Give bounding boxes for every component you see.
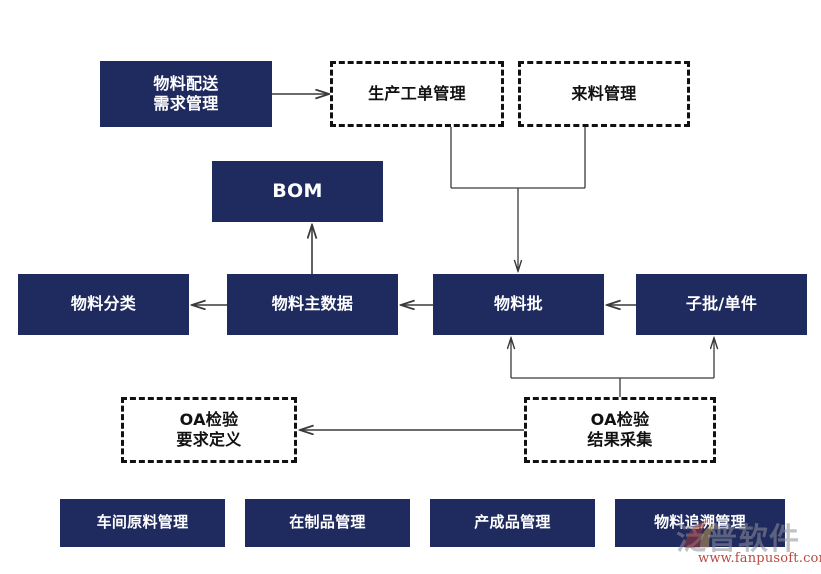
node-production-work-order[interactable]: 生产工单管理 <box>330 61 504 127</box>
node-material-delivery-demand[interactable]: 物料配送 需求管理 <box>100 61 272 127</box>
node-oa-inspection-requirement[interactable]: OA检验 要求定义 <box>121 397 297 463</box>
node-bom[interactable]: BOM <box>212 161 383 222</box>
connector-workorder-incoming-to-batch <box>450 127 586 271</box>
node-material-master-data[interactable]: 物料主数据 <box>227 274 398 335</box>
node-material-batch[interactable]: 物料批 <box>433 274 604 335</box>
node-incoming-material[interactable]: 来料管理 <box>518 61 690 127</box>
node-workshop-raw-material[interactable]: 车间原料管理 <box>60 499 225 547</box>
node-oa-inspection-result[interactable]: OA检验 结果采集 <box>524 397 716 463</box>
node-sub-batch-unit[interactable]: 子批/单件 <box>636 274 807 335</box>
node-material-traceability[interactable]: 物料追溯管理 <box>615 499 785 547</box>
node-work-in-process[interactable]: 在制品管理 <box>245 499 410 547</box>
connector-oaresult-to-batch-and-subbatch <box>511 338 714 397</box>
node-material-category[interactable]: 物料分类 <box>18 274 189 335</box>
node-finished-product[interactable]: 产成品管理 <box>430 499 595 547</box>
